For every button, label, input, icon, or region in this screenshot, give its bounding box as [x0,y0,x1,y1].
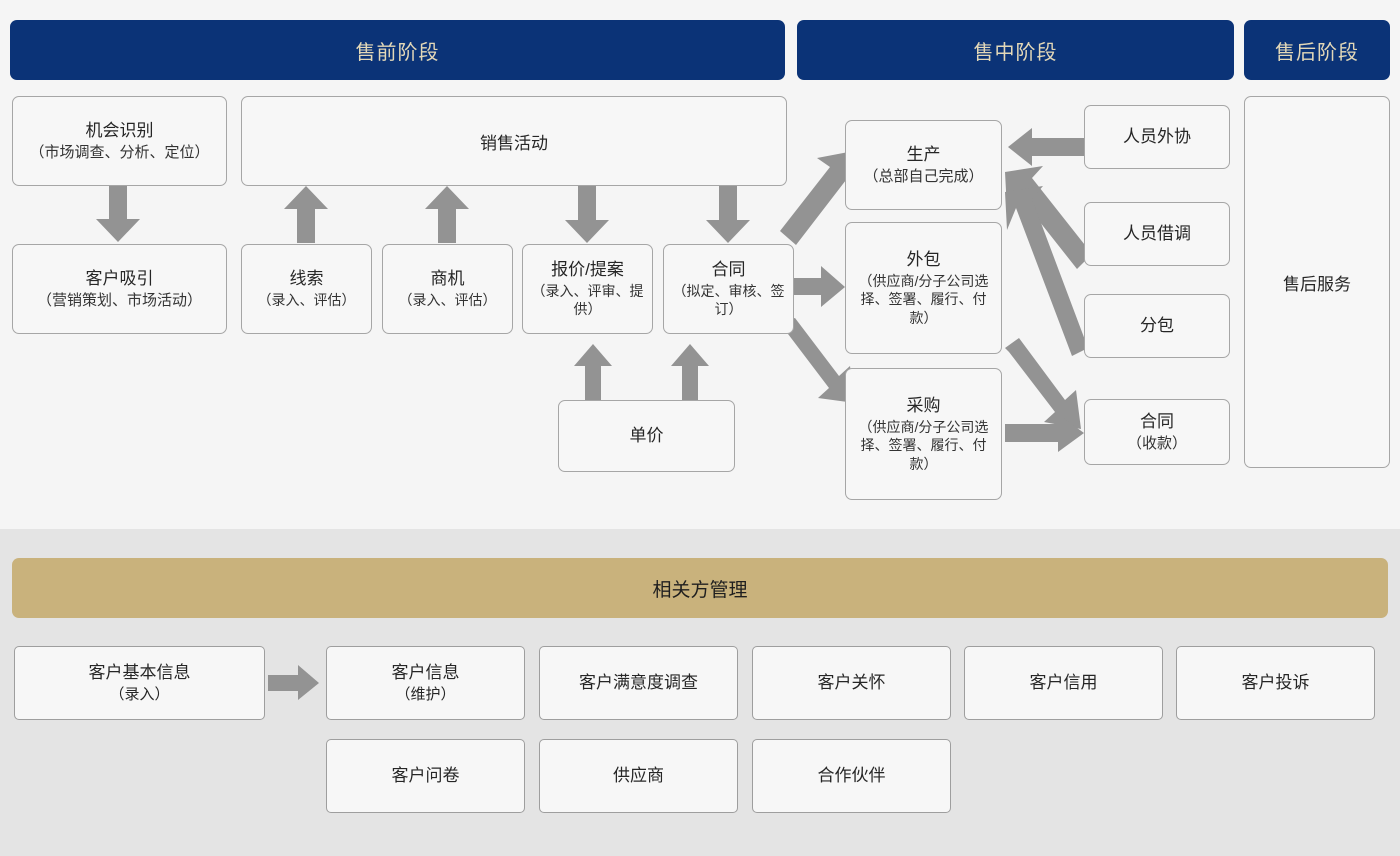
stage-bar-midsales[interactable]: 售中阶段 [797,20,1234,80]
stakeholder-customer-questionnaire-title: 客户问卷 [391,765,460,785]
group-sales-activity-title: 销售活动 [480,133,548,153]
node-production-sub: （总部自己完成） [863,167,984,185]
node-unit-price[interactable]: 单价 [558,400,735,472]
node-purchase[interactable]: 采购 （供应商/分子公司选择、签署、履行、付款） [845,368,1002,500]
node-contract-sub: （拟定、审核、签订） [672,283,785,318]
arrow-staffoutsource-to-production [1008,128,1086,166]
arrow-contract-to-production [780,148,860,246]
node-after-sales-service[interactable]: 售后服务 [1244,96,1390,468]
node-quote-sub: （录入、评审、提供） [531,283,644,318]
arrow-unitprice-to-quote [573,344,613,402]
node-outsourcing-sub: （供应商/分子公司选择、签署、履行、付款） [858,273,989,326]
node-outsourcing-title: 外包 [906,250,941,270]
stakeholder-satisfaction-survey-title: 客户满意度调查 [579,672,698,692]
node-subcontract[interactable]: 分包 [1084,294,1230,358]
arrow-contract-to-purchase [780,318,860,404]
node-lead[interactable]: 线索 （录入、评估） [241,244,372,334]
node-staff-outsource[interactable]: 人员外协 [1084,105,1230,169]
stakeholder-customer-credit-title: 客户信用 [1029,672,1098,692]
node-attract-sub: （营销策划、市场活动） [36,291,202,309]
node-unit-price-title: 单价 [629,425,664,445]
node-opportunity[interactable]: 机会识别 （市场调查、分析、定位） [12,96,227,186]
node-contract-receipt-sub: （收款） [1126,434,1187,452]
stakeholder-supplier[interactable]: 供应商 [539,739,738,813]
node-staff-outsource-title: 人员外协 [1123,126,1191,146]
stakeholder-customer-info-sub: （维护） [395,685,456,703]
node-chance-sub: （录入、评估） [398,292,497,309]
node-after-sales-service-title: 售后服务 [1283,274,1351,294]
stakeholder-customer-care-title: 客户关怀 [817,672,886,692]
stakeholder-partner[interactable]: 合作伙伴 [752,739,951,813]
stakeholder-satisfaction-survey[interactable]: 客户满意度调查 [539,646,738,720]
node-outsourcing[interactable]: 外包 （供应商/分子公司选择、签署、履行、付款） [845,222,1002,354]
node-production[interactable]: 生产 （总部自己完成） [845,120,1002,210]
node-staff-second-title: 人员借调 [1123,223,1191,243]
stakeholder-customer-basic-info[interactable]: 客户基本信息 （录入） [14,646,265,720]
group-sales-activity[interactable]: 销售活动 [241,96,787,186]
arrow-purchase-to-contractrecv [1005,414,1085,452]
stakeholder-customer-info-title: 客户信息 [391,662,460,682]
arrow-basicinfo-to-customerinfo [268,665,320,701]
stakeholder-customer-credit[interactable]: 客户信用 [964,646,1163,720]
node-contract-receipt[interactable]: 合同 （收款） [1084,399,1230,465]
node-contract-title: 合同 [711,260,746,280]
node-lead-title: 线索 [289,269,324,289]
node-staff-second[interactable]: 人员借调 [1084,202,1230,266]
arrow-lead-to-activity [283,186,329,244]
node-quote[interactable]: 报价/提案 （录入、评审、提供） [522,244,653,334]
node-opportunity-title: 机会识别 [85,120,154,140]
node-chance[interactable]: 商机 （录入、评估） [382,244,513,334]
node-purchase-title: 采购 [906,396,941,416]
node-attract[interactable]: 客户吸引 （营销策划、市场活动） [12,244,227,334]
arrow-outsourcing-to-contractrecv [1005,338,1089,430]
stakeholder-customer-basic-info-title: 客户基本信息 [88,662,191,682]
stakeholder-partner-title: 合作伙伴 [817,765,886,785]
stakeholder-customer-basic-info-sub: （录入） [109,685,170,703]
node-chance-title: 商机 [430,269,465,289]
node-contract[interactable]: 合同 （拟定、审核、签订） [663,244,794,334]
arrow-opportunity-to-attract [95,185,141,243]
node-contract-receipt-title: 合同 [1140,411,1174,431]
stakeholder-customer-complaint[interactable]: 客户投诉 [1176,646,1375,720]
arrow-unitprice-to-contract [670,344,710,402]
arrow-contract-to-outsourcing [788,266,846,308]
stakeholder-customer-care[interactable]: 客户关怀 [752,646,951,720]
arrow-activity-to-contract [705,186,751,244]
stakeholder-customer-info[interactable]: 客户信息 （维护） [326,646,525,720]
stakeholder-customer-questionnaire[interactable]: 客户问卷 [326,739,525,813]
stage-bar-aftersales[interactable]: 售后阶段 [1244,20,1390,80]
arrow-subcontract-to-production [1005,186,1089,368]
stakeholder-customer-complaint-title: 客户投诉 [1241,672,1310,692]
node-production-title: 生产 [906,144,941,164]
stakeholder-bar[interactable]: 相关方管理 [12,558,1388,618]
arrow-activity-to-quote [564,186,610,244]
stage-bar-presales[interactable]: 售前阶段 [10,20,785,80]
stakeholder-supplier-title: 供应商 [613,765,664,785]
node-attract-title: 客户吸引 [85,268,154,288]
node-lead-sub: （录入、评估） [257,292,356,309]
node-subcontract-title: 分包 [1140,315,1174,335]
node-quote-title: 报价/提案 [551,260,624,280]
arrow-chance-to-activity [424,186,470,244]
node-purchase-sub: （供应商/分子公司选择、签署、履行、付款） [858,419,989,472]
node-opportunity-sub: （市场调查、分析、定位） [29,143,210,161]
